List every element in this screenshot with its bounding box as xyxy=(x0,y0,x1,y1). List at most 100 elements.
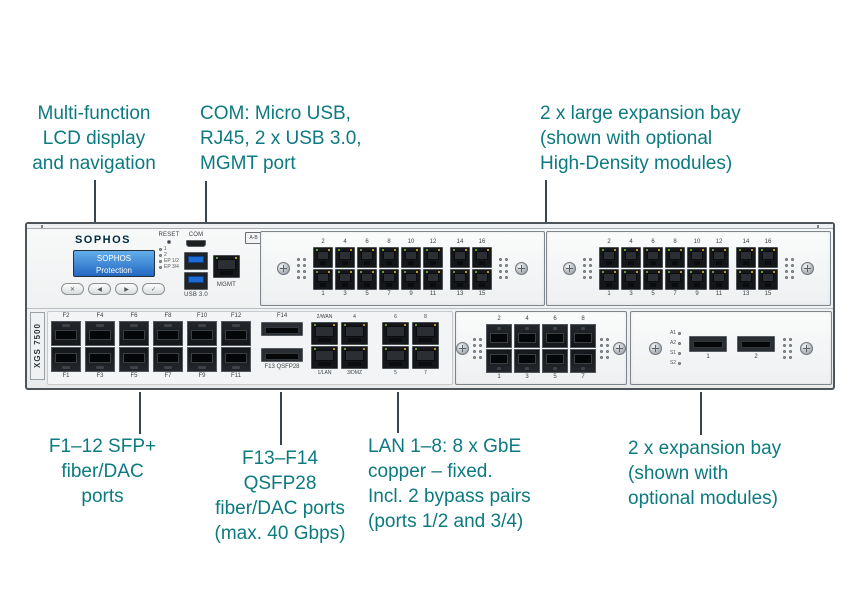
port-led-amber xyxy=(702,249,704,251)
port-led-green xyxy=(426,249,428,251)
port-number: F8 xyxy=(164,313,172,319)
port-led-amber xyxy=(372,249,374,251)
port-number: 14 xyxy=(742,239,750,245)
port-number: 12 xyxy=(429,239,437,245)
rj45-port xyxy=(382,322,409,345)
led xyxy=(473,343,476,347)
led xyxy=(589,270,592,273)
model-label: XGS 7500 xyxy=(30,312,45,380)
port-led-green xyxy=(360,271,362,273)
led xyxy=(499,258,502,261)
rj45-port xyxy=(472,269,492,290)
brand-logo: SOPHOS xyxy=(74,234,132,246)
rj45-port xyxy=(401,269,421,290)
port-number: 11 xyxy=(429,291,437,297)
port-number: 7 xyxy=(424,370,427,376)
led-grid xyxy=(785,258,794,279)
led xyxy=(678,361,682,365)
rj45-port xyxy=(758,269,778,290)
port-number: 1 xyxy=(607,291,611,297)
port-led-amber xyxy=(438,271,440,273)
led-row: A1 xyxy=(669,330,682,336)
usb3-port xyxy=(184,272,208,290)
sfp-cage xyxy=(119,321,149,346)
led xyxy=(789,337,793,341)
led xyxy=(678,351,682,355)
rj45-port xyxy=(687,247,707,268)
port-number: 7 xyxy=(581,373,585,380)
led xyxy=(600,337,603,341)
rj45-port xyxy=(709,247,729,268)
port-number: 1 xyxy=(706,353,710,360)
callout-line-lan xyxy=(397,392,399,433)
port-led-green xyxy=(624,249,626,251)
rj45-port xyxy=(313,247,333,268)
led-grid xyxy=(499,258,508,279)
sfp-cage xyxy=(85,321,115,346)
led xyxy=(505,276,508,279)
rj45-port xyxy=(736,269,756,290)
port-led-green xyxy=(316,271,318,273)
port-led-green xyxy=(761,271,763,273)
rj45-port xyxy=(643,269,663,290)
rj45-port xyxy=(450,247,470,268)
port-number: 1/LAN xyxy=(317,370,332,376)
rj45-port xyxy=(341,346,368,369)
led xyxy=(303,276,306,279)
port-led-green xyxy=(314,348,316,350)
port-led-amber xyxy=(416,271,418,273)
led xyxy=(303,264,306,267)
rj45-port xyxy=(213,255,240,278)
status-led-row: 2 xyxy=(159,252,179,258)
led xyxy=(785,258,788,261)
port-number: 4 xyxy=(343,239,347,245)
port-number: 13 xyxy=(456,291,464,297)
chassis-top-strip xyxy=(27,224,833,229)
rj45-port xyxy=(599,247,619,268)
micro-usb-port xyxy=(186,240,206,247)
port-led-green xyxy=(761,249,763,251)
annotation-sfp-ports: F1–12 SFP+ fiber/DAC ports xyxy=(48,436,157,507)
port-led-amber xyxy=(487,249,489,251)
led xyxy=(791,264,794,267)
led-label: A1 xyxy=(669,330,677,336)
port-number: F4 xyxy=(96,313,104,319)
led xyxy=(505,270,508,273)
led xyxy=(678,341,682,345)
led xyxy=(505,264,508,267)
sfp-cage xyxy=(486,323,512,348)
led xyxy=(583,258,586,261)
port-led-amber xyxy=(465,271,467,273)
led xyxy=(159,265,163,269)
port-led-amber xyxy=(404,324,406,326)
led xyxy=(473,349,476,353)
port-led-amber xyxy=(680,249,682,251)
port-number: 8 xyxy=(424,314,427,320)
led-grid xyxy=(783,337,793,359)
led xyxy=(791,270,794,273)
port-led-amber xyxy=(658,249,660,251)
port-led-amber xyxy=(363,324,365,326)
led xyxy=(606,355,609,359)
rj45-port xyxy=(665,247,685,268)
qsfp-column: 1 xyxy=(689,335,728,361)
port-led-green xyxy=(344,324,346,326)
thumbscrew-icon xyxy=(277,262,290,275)
port-number: 10 xyxy=(407,239,415,245)
port-led-amber xyxy=(434,348,436,350)
port-number: 5 xyxy=(553,373,557,380)
port-led-green xyxy=(338,249,340,251)
rj45-port xyxy=(379,247,399,268)
